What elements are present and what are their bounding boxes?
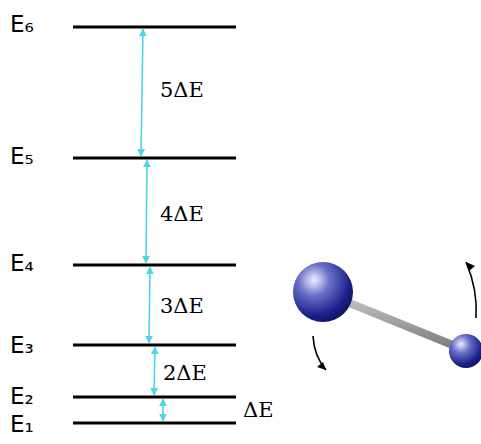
level-name: E₃ [10, 334, 34, 357]
level-name: E₁ [10, 413, 34, 436]
energy-gap: ΔE [243, 400, 274, 421]
transition-arrows [141, 29, 163, 421]
rotating-molecule [293, 262, 481, 370]
energy-gap: 3ΔE [160, 296, 204, 317]
energy-gap: 5ΔE [160, 80, 204, 101]
energy-gap: 2ΔE [163, 363, 207, 384]
level-name: E₄ [10, 252, 34, 275]
energy-levels [73, 27, 236, 423]
level-name: E₆ [10, 13, 34, 36]
level-name: E₅ [10, 145, 34, 168]
level-name: E₂ [10, 385, 34, 408]
energy-gap: 4ΔE [160, 204, 204, 225]
